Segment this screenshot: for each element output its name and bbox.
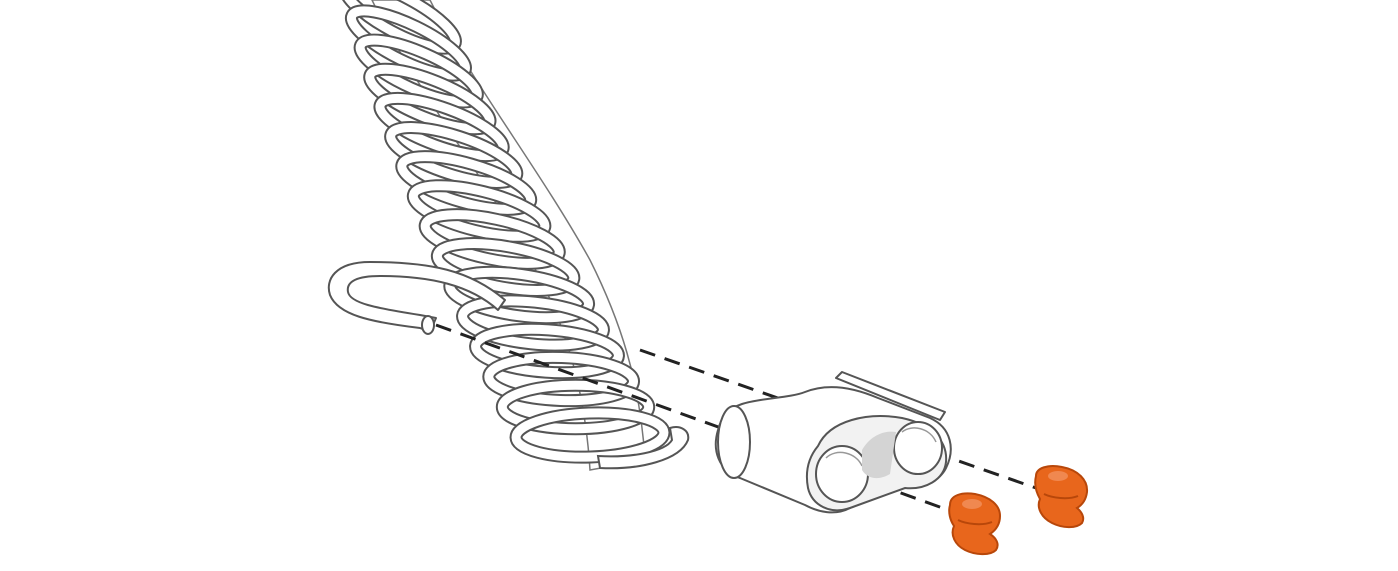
coil-turn <box>418 208 566 270</box>
coiled-tube <box>338 0 690 471</box>
coil-turn <box>406 179 552 243</box>
hook-wire <box>327 261 506 335</box>
double-clip <box>714 371 952 514</box>
coil-turn <box>495 378 656 436</box>
coil-turn <box>384 121 524 189</box>
coil-turn <box>509 406 671 464</box>
coil-turn <box>456 294 610 352</box>
coil-turn <box>482 350 641 408</box>
coil-turn <box>469 322 625 380</box>
coil-turn <box>395 150 538 216</box>
coil-tail <box>596 426 690 470</box>
bumper-2 <box>1034 465 1089 529</box>
bumper-1 <box>948 492 1002 556</box>
coil-turn <box>430 237 581 297</box>
